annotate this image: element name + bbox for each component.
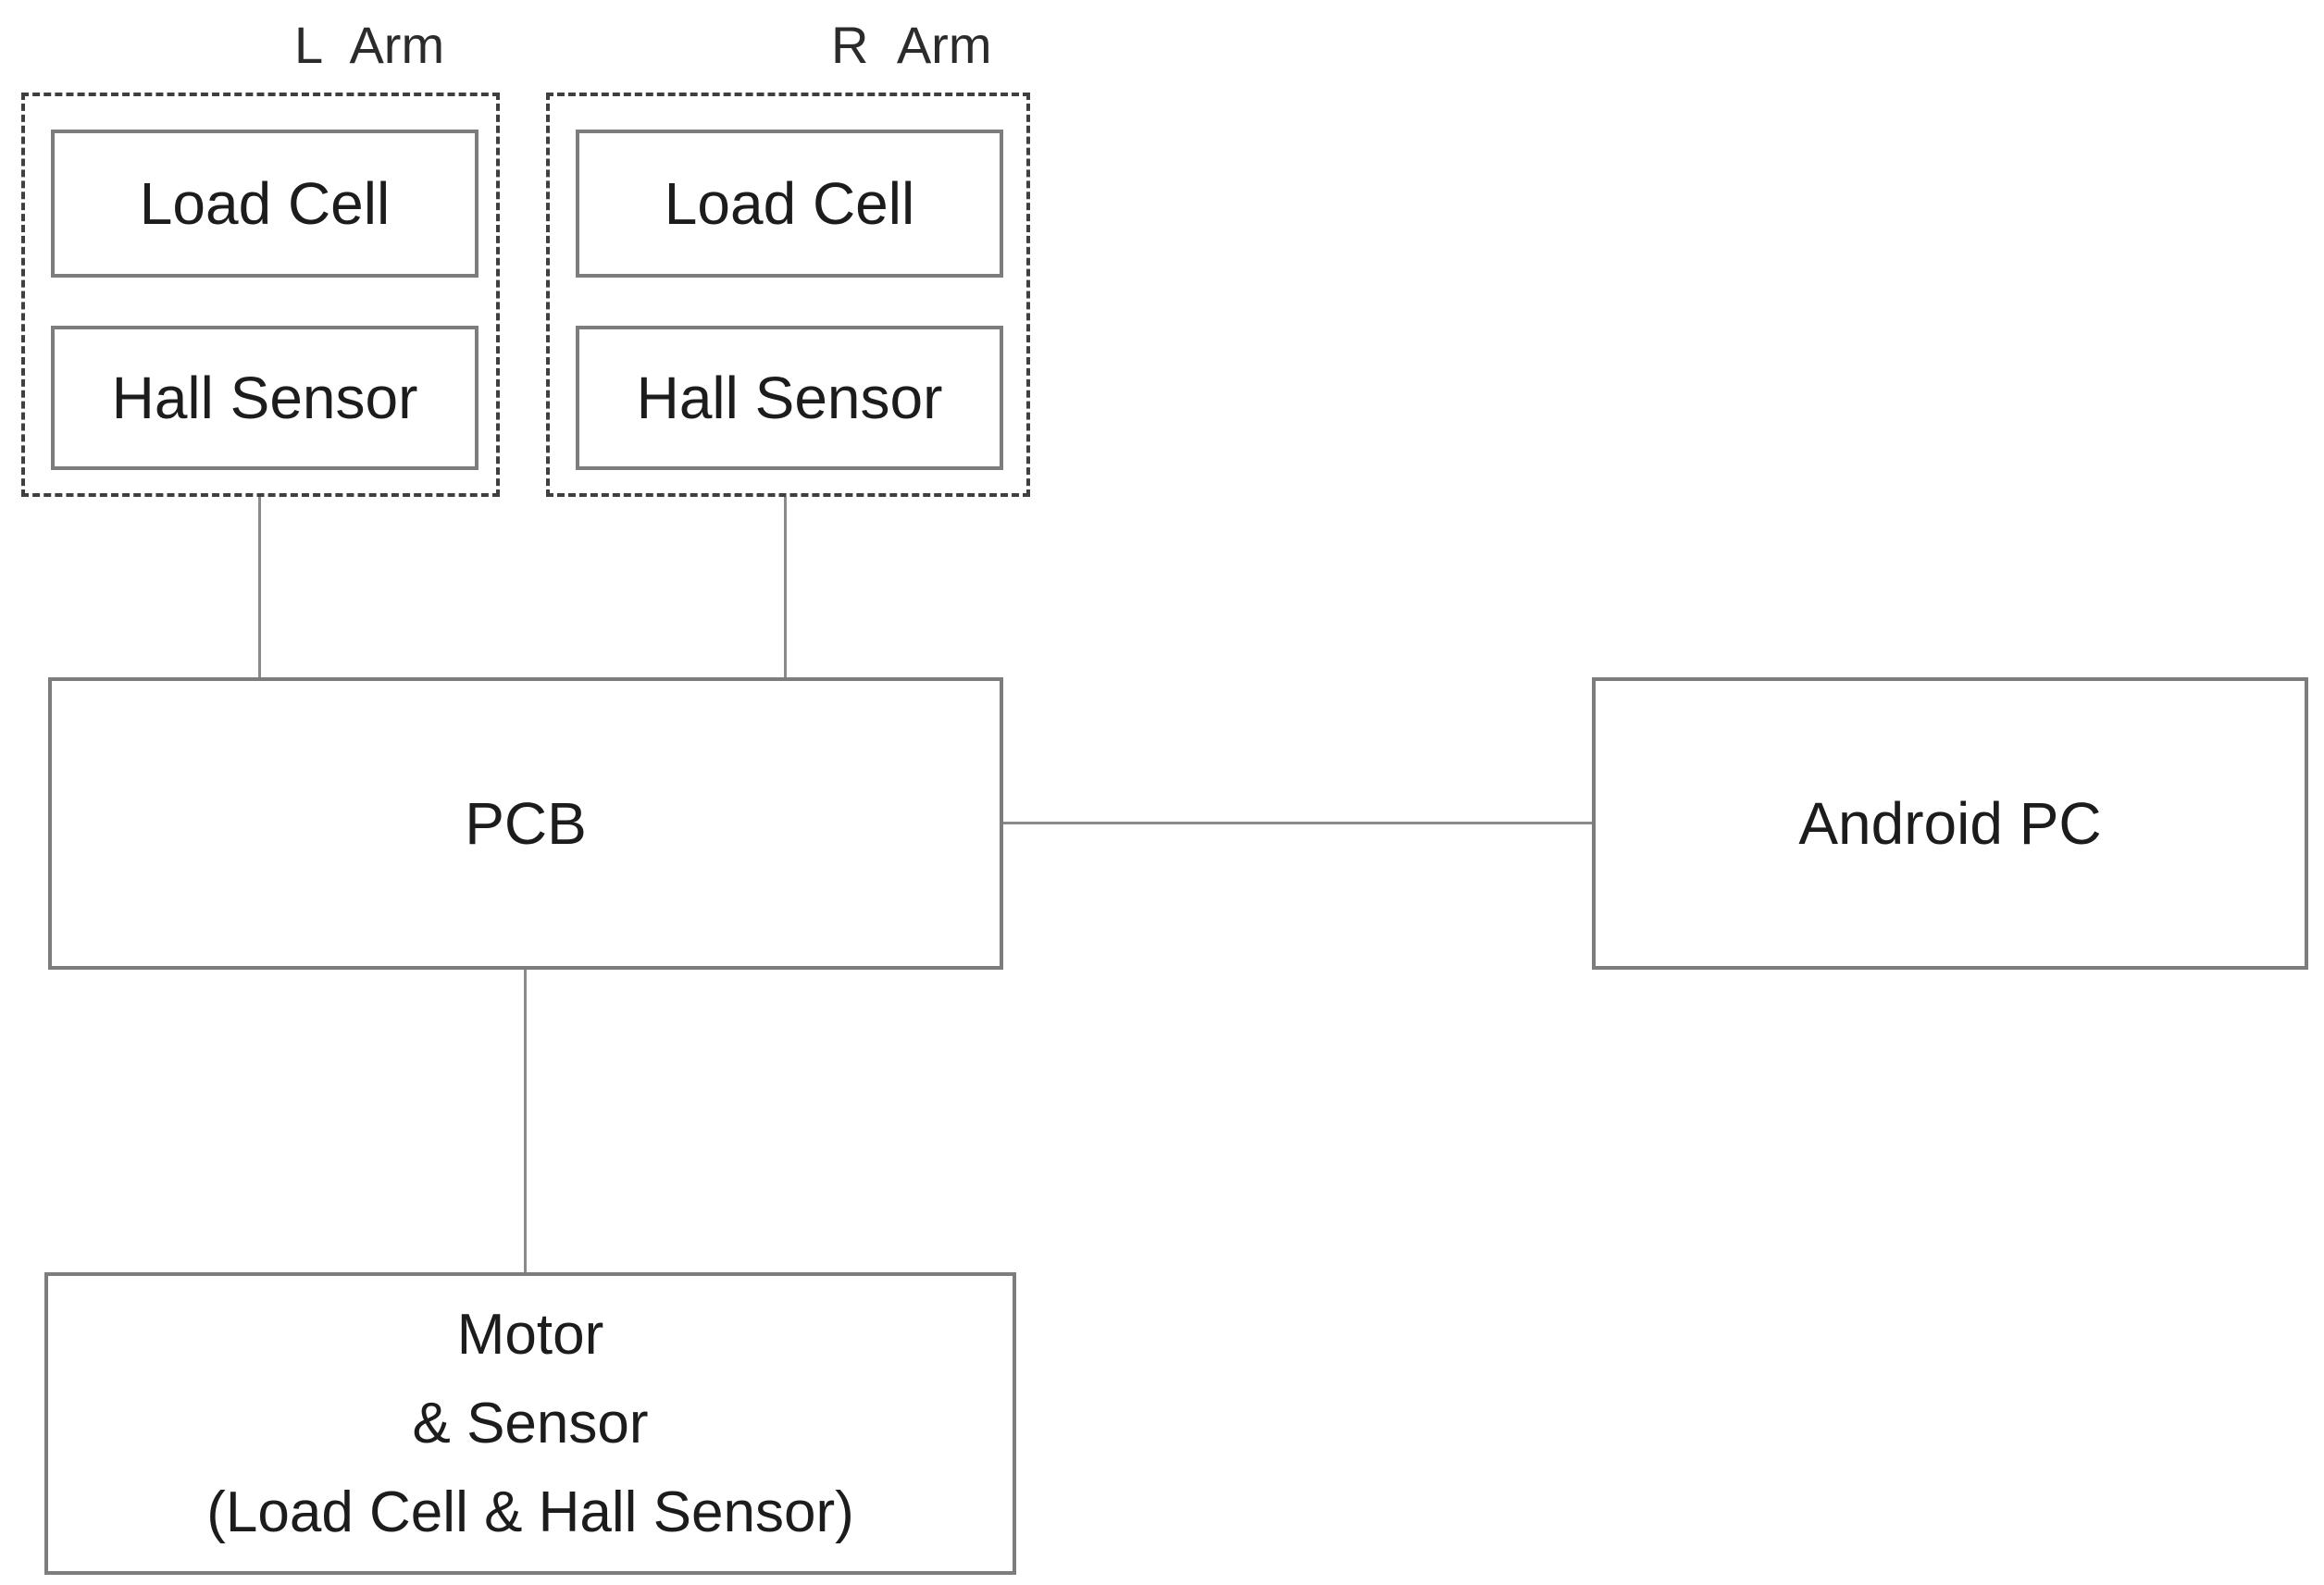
l-arm-hall-sensor-node: Hall Sensor — [51, 326, 478, 470]
r-arm-hall-sensor-node: Hall Sensor — [576, 326, 1003, 470]
l-arm-load-cell-node: Load Cell — [51, 130, 478, 278]
r-arm-group: Load Cell Hall Sensor — [546, 93, 1030, 497]
pcb-node: PCB — [48, 677, 1003, 970]
edge-pcb-to-motor-sensor — [524, 970, 527, 1272]
motor-sensor-line-2: & Sensor — [412, 1391, 649, 1455]
edge-r-arm-to-pcb — [784, 497, 787, 677]
motor-sensor-line-3: (Load Cell & Hall Sensor) — [206, 1480, 854, 1544]
l-arm-group: Load Cell Hall Sensor — [21, 93, 500, 497]
motor-sensor-node: Motor & Sensor (Load Cell & Hall Sensor) — [44, 1272, 1016, 1575]
edge-l-arm-to-pcb — [258, 497, 261, 677]
r-arm-group-title: R Arm — [831, 16, 992, 74]
android-pc-node: Android PC — [1592, 677, 2308, 970]
motor-sensor-line-1: Motor — [456, 1302, 604, 1367]
edge-pcb-to-android-pc — [1003, 822, 1592, 824]
r-arm-load-cell-node: Load Cell — [576, 130, 1003, 278]
l-arm-group-title: L Arm — [294, 16, 445, 74]
